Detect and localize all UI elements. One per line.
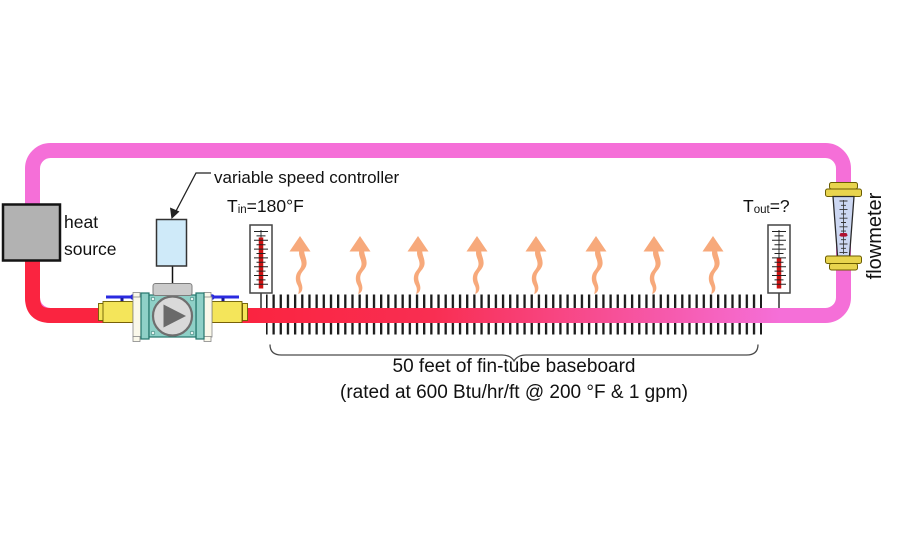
flowmeter-flange-bottom [825, 255, 862, 271]
tout-label-value: =? [769, 196, 790, 216]
flange-bolt-plates [132, 292, 213, 342]
controller-label: variable speed controller [214, 168, 400, 187]
thermometer-tin [249, 224, 273, 294]
pump-assembly [98, 265, 248, 342]
pipe-hot-segment [25, 235, 255, 323]
pump-cap [152, 283, 193, 296]
tin-label-prefix: T [227, 196, 238, 216]
ball-valve-left [98, 301, 134, 323]
tin-label-value: =180°F [246, 196, 304, 216]
flowmeter-label: flowmeter [864, 192, 886, 280]
tout-scale-ticks [772, 231, 786, 285]
tin-label-sub: in [237, 204, 247, 216]
baseboard-caption: 50 feet of fin-tube baseboard (rated at … [214, 356, 814, 404]
thermometer-tout [767, 224, 791, 294]
pump-impeller-icon [151, 295, 194, 337]
tout-label: Tout=? [743, 196, 790, 216]
heat-source-box [1, 203, 62, 262]
controller-pointer-line [174, 172, 211, 213]
tout-label-sub: out [753, 204, 770, 216]
tin-scale-ticks [254, 231, 268, 285]
heat-source-label: heat source [64, 209, 117, 263]
controller-pointer-arrowhead-icon [170, 207, 180, 219]
ball-valve-right [211, 301, 248, 323]
flowmeter-float [839, 233, 848, 237]
variable-speed-controller-box [155, 218, 188, 267]
baseboard-brace [269, 344, 759, 363]
baseboard-caption-line2: (rated at 600 Btu/hr/ft @ 200 °F & 1 gpm… [340, 382, 688, 403]
heat-arrows [289, 236, 724, 294]
flowmeter-flange-top [825, 182, 862, 197]
tin-label: Tin=180°F [227, 196, 304, 216]
heat-source-label-line1: heat [64, 212, 99, 232]
pump-body-bolts [150, 296, 195, 336]
baseboard-caption-line1: 50 feet of fin-tube baseboard [392, 356, 636, 377]
flowmeter-device [825, 182, 862, 271]
heat-source-label-line2: source [64, 239, 117, 259]
tout-label-prefix: T [743, 196, 754, 216]
baseboard-pipe [247, 308, 780, 323]
